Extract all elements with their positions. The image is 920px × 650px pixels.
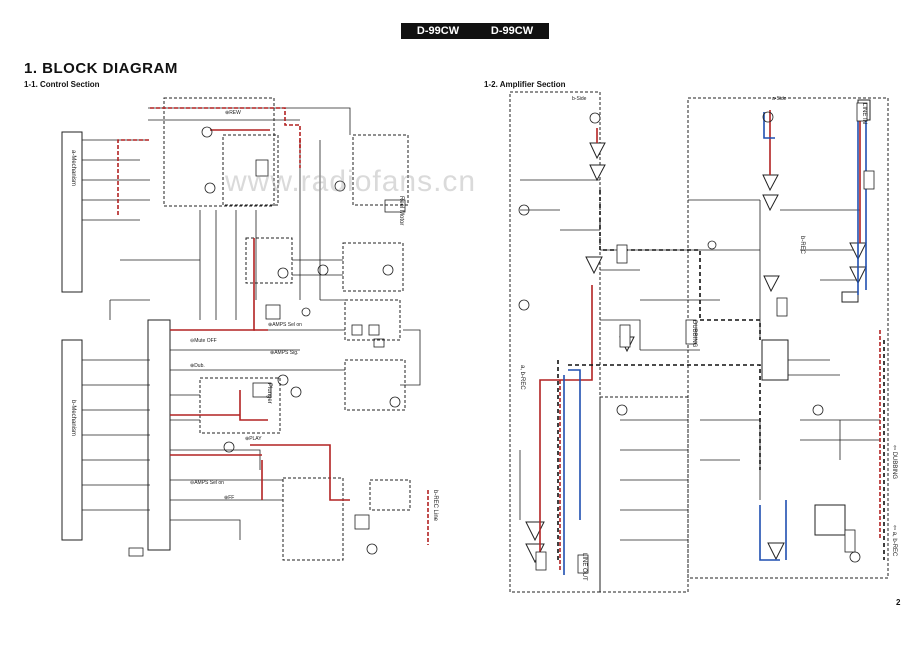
b-mechanism-frame (61, 339, 83, 541)
page-number: 2 (896, 598, 901, 607)
model-label-left: D-99CW (416, 25, 460, 37)
a-mechanism-frame (61, 131, 83, 293)
dubbing-legend: ⇦ DUBBING (891, 445, 897, 480)
a-plunger-block (163, 97, 275, 207)
watermark: www.radiofans.cn (225, 165, 477, 198)
b-rec-label: b-REC (799, 236, 805, 255)
plunger-label: Plunger (266, 383, 272, 404)
amps-sig-label: ⊕AMPS Sig. (270, 350, 299, 356)
model-label-right: D-99CW (490, 25, 534, 37)
line-in-label: LINE IN (861, 103, 867, 125)
model-header: D-99CW D-99CW (401, 23, 549, 39)
ab-rec-label: a, b-REC (519, 365, 525, 390)
dub-label: ⊕Dub. (190, 363, 205, 369)
ff-label: ⊕FF (224, 495, 235, 501)
line-out-label: LINE OUT (581, 553, 587, 581)
a-mechanism-label: a-Mechanism (70, 150, 76, 187)
control-ic-block (147, 319, 171, 551)
mute-off-label: ⊖Mute OFF (190, 338, 217, 344)
amps-sel-label-2: ⊕AMPS Sel on (268, 322, 302, 328)
amps-sel-label: ⊖AMPS Sel on (190, 480, 224, 486)
rew-label: ⊕REW (225, 110, 241, 116)
page-title: 1. BLOCK DIAGRAM (24, 60, 178, 77)
reel-motor-label: Reel Motor (398, 196, 404, 226)
bias-frame (599, 396, 689, 593)
b-side-label: b-Side (572, 96, 587, 102)
dubbing-label: DUBBING (691, 320, 697, 348)
amplifier-section-heading: 1-2. Amplifier Section (484, 80, 566, 89)
b-side-frame (509, 91, 601, 593)
b-mechanism-label: b-Mechanism (70, 400, 76, 437)
rec-line-legend: b-REC Line (432, 490, 438, 522)
ab-rec-legend: ⇦ a, b-REC (891, 525, 897, 557)
dolby-ic (761, 339, 789, 381)
control-section-heading: 1-1. Control Section (24, 80, 100, 89)
play-label: ⊕PLAY (245, 436, 262, 442)
a-side-label: a-Side (772, 96, 787, 102)
